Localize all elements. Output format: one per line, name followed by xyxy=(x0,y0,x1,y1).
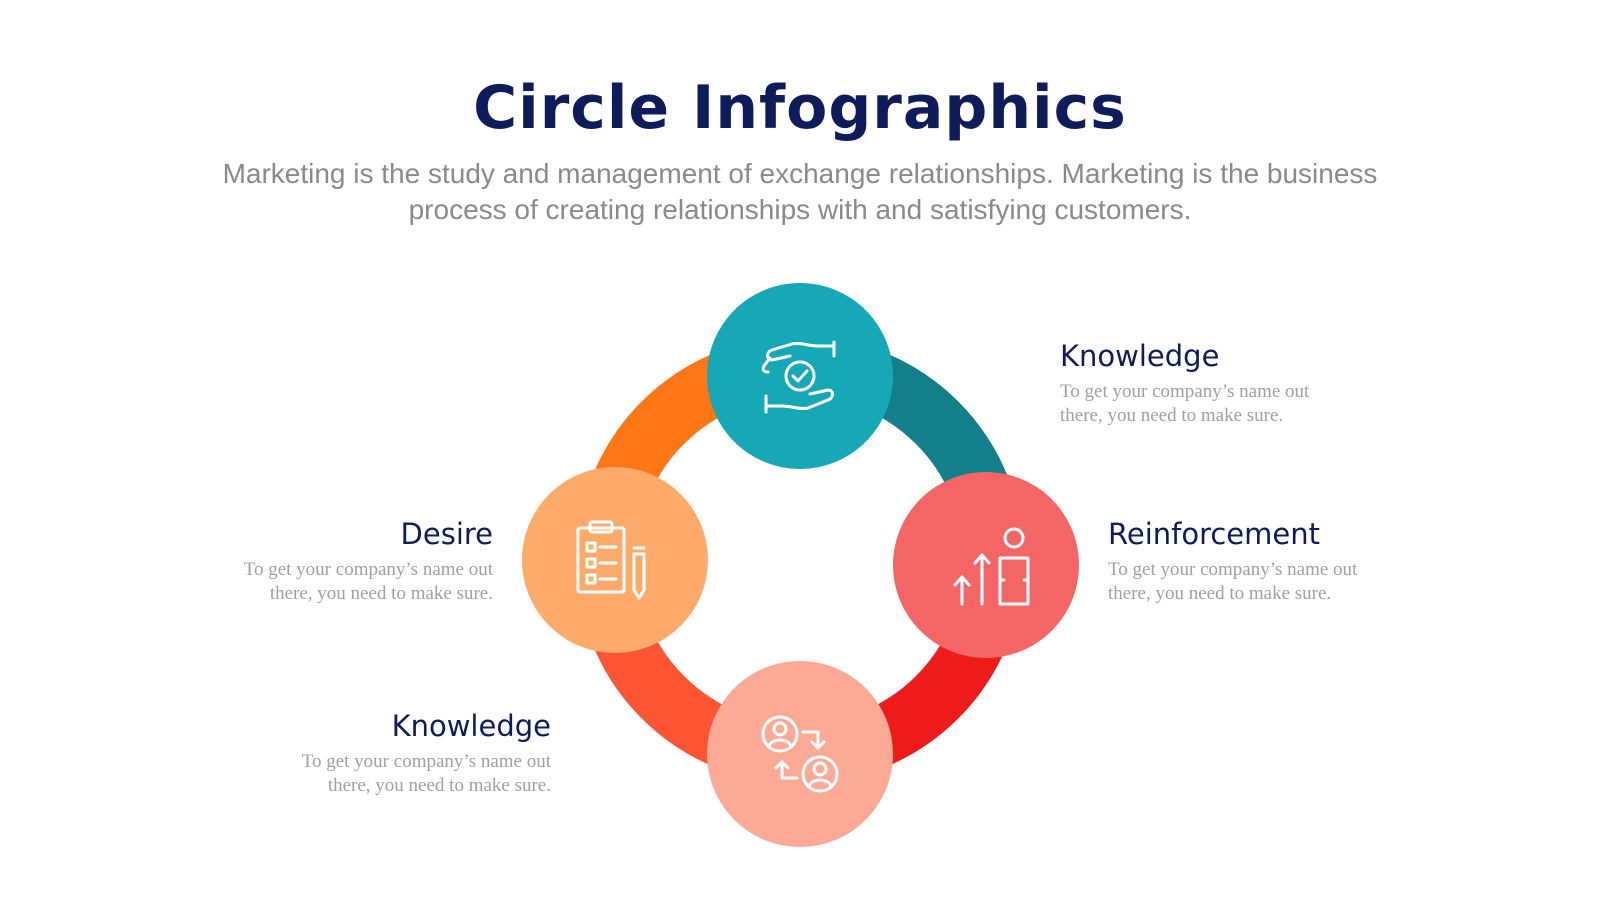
label-top-knowledge: Knowledge To get your company’s name out… xyxy=(1060,338,1360,428)
page-subtitle: Marketing is the study and management of… xyxy=(222,158,1378,225)
step-heading: Reinforcement xyxy=(1108,517,1320,551)
step-description: To get your company’s name out there, yo… xyxy=(1060,381,1310,426)
node-bottom xyxy=(707,661,893,847)
clipboard-checklist-icon xyxy=(576,520,646,600)
label-bottom-knowledge: Knowledge To get your company’s name out… xyxy=(251,708,551,798)
step-heading: Desire xyxy=(400,517,493,551)
node-right xyxy=(893,472,1079,658)
label-desire: Desire To get your company’s name out th… xyxy=(193,516,493,606)
page-title: Circle Infographics xyxy=(473,73,1127,143)
growth-person-icon xyxy=(953,527,1030,606)
step-description: To get your company’s name out there, yo… xyxy=(243,559,493,604)
user-exchange-icon xyxy=(761,715,839,793)
hands-check-icon xyxy=(761,340,836,414)
step-heading: Knowledge xyxy=(1060,339,1220,373)
node-top xyxy=(707,283,893,469)
step-description: To get your company’s name out there, yo… xyxy=(301,751,551,796)
label-reinforcement: Reinforcement To get your company’s name… xyxy=(1108,516,1408,606)
step-heading: Knowledge xyxy=(391,709,551,743)
node-left xyxy=(522,467,708,653)
step-description: To get your company’s name out there, yo… xyxy=(1108,559,1358,604)
